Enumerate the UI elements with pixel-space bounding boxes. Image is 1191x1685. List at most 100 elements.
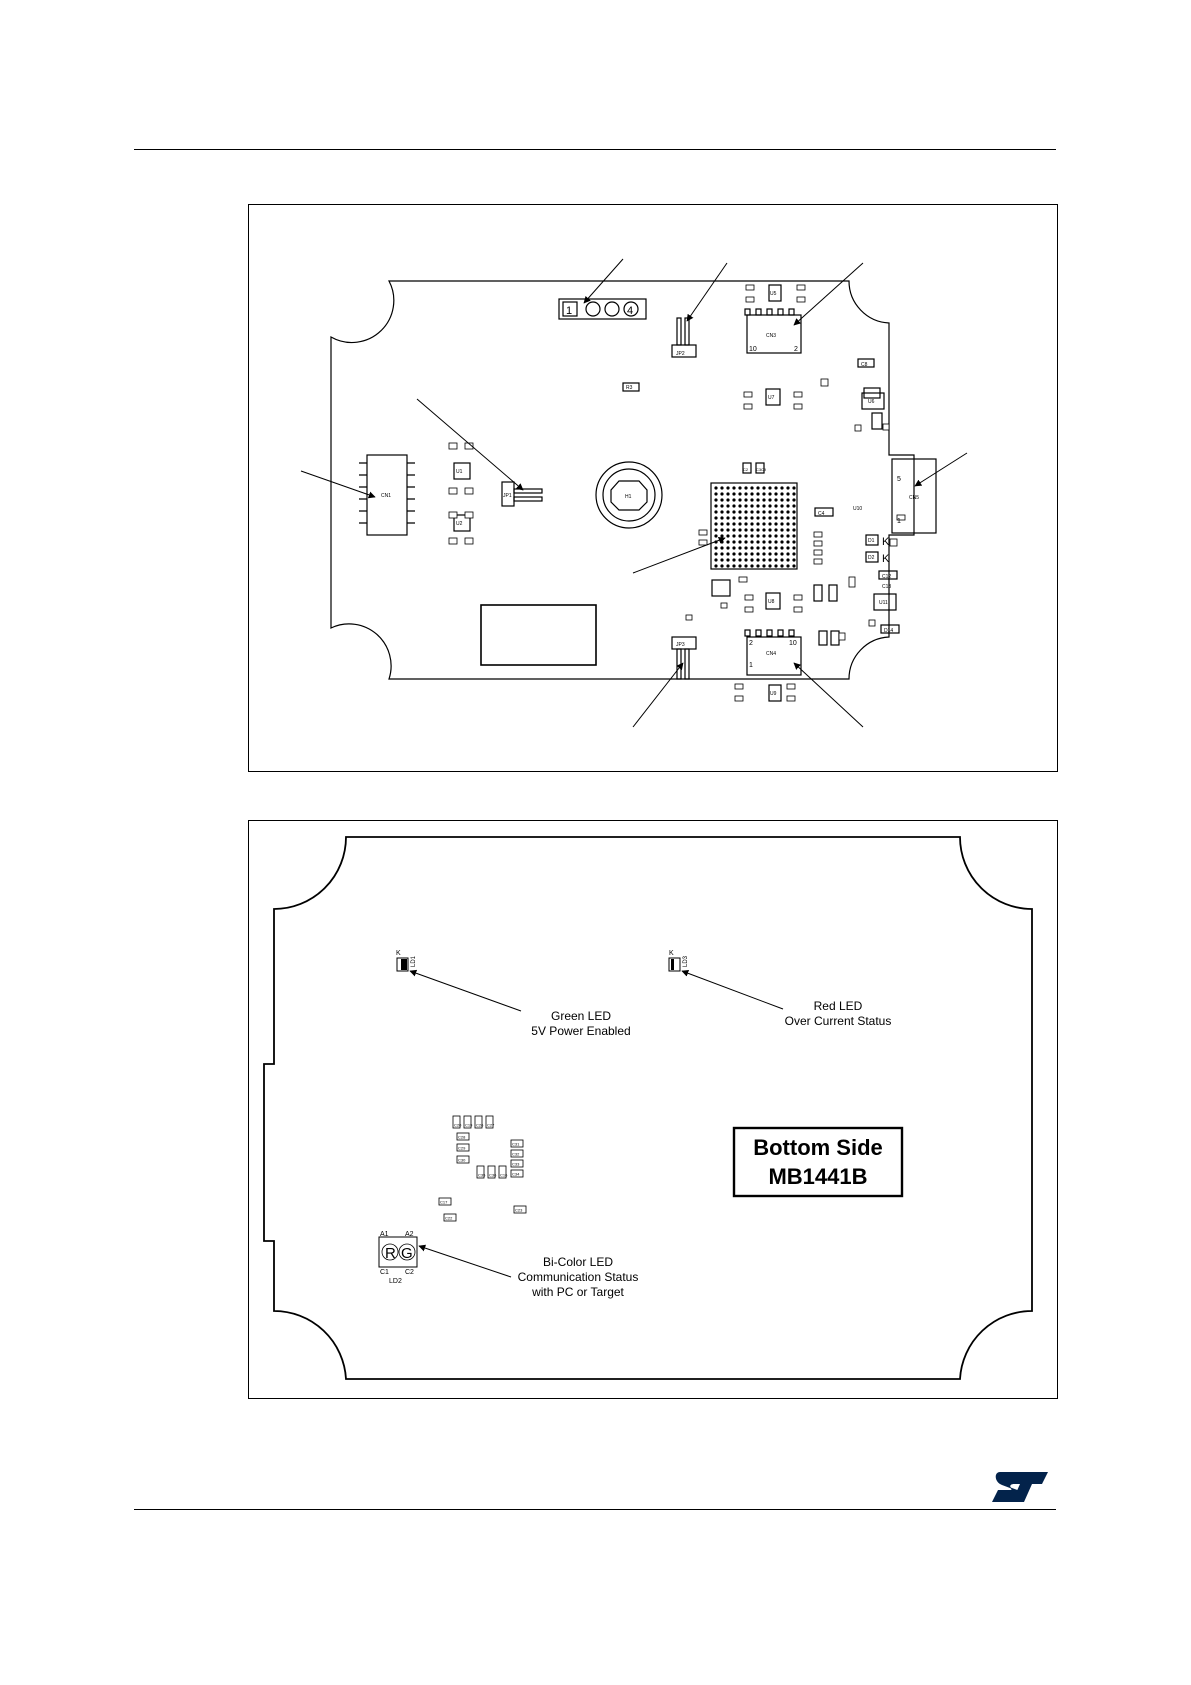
silk-jp1: JP1 bbox=[503, 493, 512, 499]
callout-green-led-line1: Green LED bbox=[551, 1009, 611, 1023]
passive-designator: C31 bbox=[512, 1142, 520, 1147]
silk-cn5-pin5: 5 bbox=[897, 476, 901, 483]
passive-designator: C20 bbox=[454, 1123, 462, 1128]
bga-ball bbox=[756, 486, 760, 490]
bga-ball bbox=[792, 528, 796, 532]
bga-ball bbox=[738, 558, 742, 562]
bga-ball bbox=[792, 516, 796, 520]
bga-ball bbox=[744, 558, 748, 562]
bga-ball bbox=[744, 552, 748, 556]
bga-ball bbox=[780, 552, 784, 556]
bga-ball bbox=[774, 528, 778, 532]
bga-ball bbox=[720, 534, 724, 538]
bga-ball bbox=[750, 540, 754, 544]
bga-ball bbox=[768, 516, 772, 520]
bga-ball bbox=[726, 504, 730, 508]
bga-ball bbox=[726, 528, 730, 532]
passive-component bbox=[443, 1213, 457, 1222]
silk-cn3: CN3 bbox=[766, 333, 776, 339]
bga-ball bbox=[774, 498, 778, 502]
silk-cn5: CN5 bbox=[909, 495, 919, 501]
bga-ball bbox=[768, 540, 772, 544]
bga-ball bbox=[732, 522, 736, 526]
callout-arrow-u1 bbox=[632, 536, 726, 574]
passive-component bbox=[485, 1115, 494, 1129]
silk-u8: U8 bbox=[768, 599, 775, 605]
silk-g: G bbox=[401, 1245, 413, 1262]
bga-ball bbox=[756, 504, 760, 508]
bga-ball bbox=[750, 558, 754, 562]
bga-ball bbox=[738, 564, 742, 568]
bga-ball bbox=[774, 534, 778, 538]
silk-cn4: CN4 bbox=[766, 651, 776, 657]
bga-ball bbox=[756, 546, 760, 550]
bga-ball bbox=[744, 486, 748, 490]
bga-ball bbox=[792, 522, 796, 526]
bga-ball bbox=[744, 492, 748, 496]
mounting-hole-h1 bbox=[595, 461, 663, 529]
bga-ball bbox=[756, 540, 760, 544]
led-ld3: LD3 K bbox=[668, 950, 689, 972]
bga-ball bbox=[774, 540, 778, 544]
bga-ball bbox=[714, 528, 718, 532]
header-rule bbox=[134, 149, 1056, 150]
bga-ball bbox=[786, 522, 790, 526]
bga-ball bbox=[750, 486, 754, 490]
bga-ball bbox=[786, 528, 790, 532]
silk-jp3: JP3 bbox=[676, 642, 685, 648]
bga-ball bbox=[786, 498, 790, 502]
callout-arrow-jp1 bbox=[416, 398, 524, 491]
bga-ball bbox=[720, 552, 724, 556]
passive-designator: C26 bbox=[476, 1123, 484, 1128]
led-ld2-bicolor: R G A1 A2 C1 C2 LD2 bbox=[378, 1231, 418, 1285]
bga-ball bbox=[762, 486, 766, 490]
passive-designator: C30 bbox=[458, 1158, 466, 1163]
silk-u9: U9 bbox=[770, 691, 777, 697]
bga-ball bbox=[780, 534, 784, 538]
bga-ball bbox=[786, 552, 790, 556]
silk-r3: R3 bbox=[626, 385, 633, 391]
bga-ball bbox=[792, 534, 796, 538]
silk-cn4-pin10: 10 bbox=[789, 640, 797, 647]
bga-ball bbox=[726, 558, 730, 562]
bga-ball bbox=[720, 528, 724, 532]
passive-component bbox=[456, 1155, 470, 1164]
bga-ball bbox=[780, 546, 784, 550]
bga-ball bbox=[780, 540, 784, 544]
bga-ball bbox=[720, 498, 724, 502]
silk-cn3-pin10: 10 bbox=[749, 346, 757, 353]
bga-ball bbox=[786, 504, 790, 508]
connector-cn4 bbox=[746, 636, 802, 676]
bottom-side-title-line1: Bottom Side bbox=[753, 1135, 883, 1160]
bottom-side-board-drawing: Bottom Side MB1441B LD1 K LD3 K R G A1 A… bbox=[263, 836, 1033, 1380]
bga-ball bbox=[762, 522, 766, 526]
bga-ball bbox=[732, 528, 736, 532]
bga-ball bbox=[762, 504, 766, 508]
silk-ld3: LD3 bbox=[683, 955, 689, 967]
bga-ball bbox=[714, 504, 718, 508]
silk-h1: H1 bbox=[625, 494, 632, 500]
passive-designator: C33 bbox=[512, 1162, 520, 1167]
passive-designator: C36 bbox=[489, 1173, 497, 1178]
bga-ball bbox=[732, 534, 736, 538]
bga-ball bbox=[750, 516, 754, 520]
bga-ball bbox=[738, 522, 742, 526]
bga-ball bbox=[750, 522, 754, 526]
callout-arrow-jp3 bbox=[632, 662, 684, 728]
silk-jp2: JP2 bbox=[676, 351, 685, 357]
bga-ball bbox=[786, 486, 790, 490]
bga-ball bbox=[732, 504, 736, 508]
bga-ball bbox=[738, 516, 742, 520]
bga-ball bbox=[720, 492, 724, 496]
passive-component bbox=[513, 1205, 527, 1214]
bga-ball bbox=[744, 528, 748, 532]
bga-ball bbox=[714, 522, 718, 526]
bga-ball bbox=[714, 498, 718, 502]
bga-ball bbox=[744, 540, 748, 544]
bga-ball bbox=[738, 504, 742, 508]
bga-ball bbox=[714, 546, 718, 550]
bga-ball bbox=[786, 492, 790, 496]
bga-ball bbox=[762, 534, 766, 538]
bga-ball bbox=[762, 498, 766, 502]
bga-ball bbox=[762, 564, 766, 568]
